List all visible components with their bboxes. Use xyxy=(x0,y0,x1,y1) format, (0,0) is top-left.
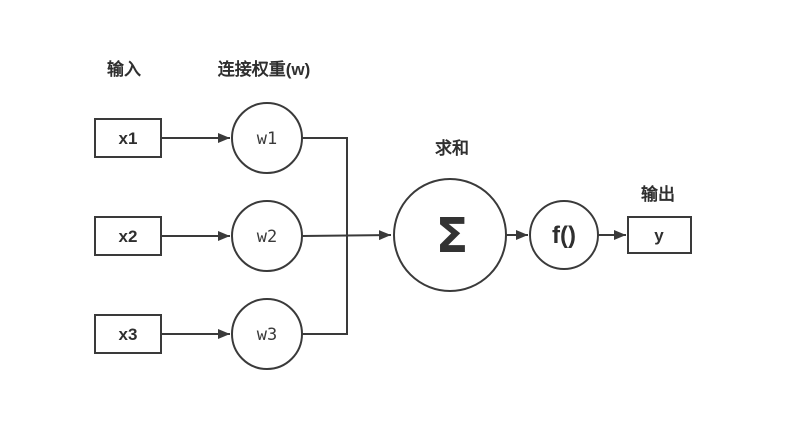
inputs-header-label: 输入 xyxy=(107,59,141,79)
weight-node-w2-label: w2 xyxy=(257,227,277,247)
sum-header-label: 求和 xyxy=(435,138,469,158)
activation-node-label: f() xyxy=(552,222,576,249)
output-header-label: 输出 xyxy=(641,184,675,204)
output-box-y xyxy=(627,216,692,254)
sum-node-label: Σ xyxy=(436,208,469,264)
arrow-bus-sum xyxy=(301,230,392,241)
input-box-x2 xyxy=(94,216,162,256)
input-box-x3-label: x3 xyxy=(119,325,138,344)
input-box-x3 xyxy=(94,314,162,354)
weights-header-label: 连接权重(w) xyxy=(218,59,311,79)
weight-node-w1-label: w1 xyxy=(257,129,277,149)
weight-node-w3-label: w3 xyxy=(257,325,277,345)
output-box-y-label: y xyxy=(654,226,664,245)
input-box-x2-label: x2 xyxy=(119,227,138,246)
input-box-x1 xyxy=(94,118,162,158)
input-box-x1-label: x1 xyxy=(119,129,138,148)
